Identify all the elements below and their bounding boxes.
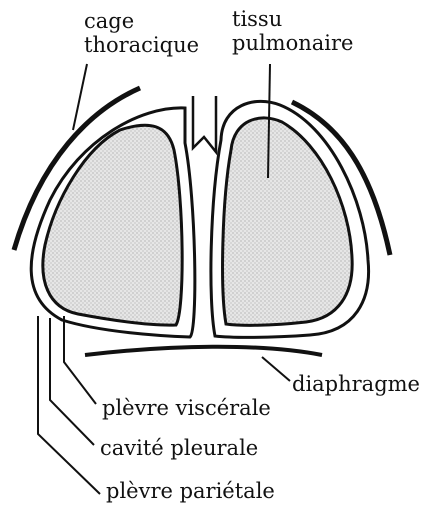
label-thoracique: thoracique [84, 34, 199, 57]
leader-diaphragme [262, 357, 290, 381]
label-plevre-parietale: plèvre pariétale [106, 480, 275, 503]
label-tissu: tissu [232, 8, 282, 31]
right-lung-tissue [223, 118, 353, 325]
trachea [193, 96, 216, 152]
leader-cavite-pleurale [50, 318, 94, 445]
leader-plevre-viscerale [64, 316, 96, 404]
leader-cage [73, 64, 87, 130]
label-pulmonaire: pulmonaire [232, 32, 353, 55]
label-cage: cage [84, 10, 134, 33]
label-cavite-pleurale: cavité pleurale [100, 437, 258, 460]
label-diaphragme: diaphragme [292, 373, 420, 396]
leader-plevre-parietale [38, 316, 100, 494]
left-lung-tissue [43, 125, 182, 325]
label-plevre-viscerale: plèvre viscérale [102, 397, 271, 420]
diaphragm [85, 347, 322, 355]
